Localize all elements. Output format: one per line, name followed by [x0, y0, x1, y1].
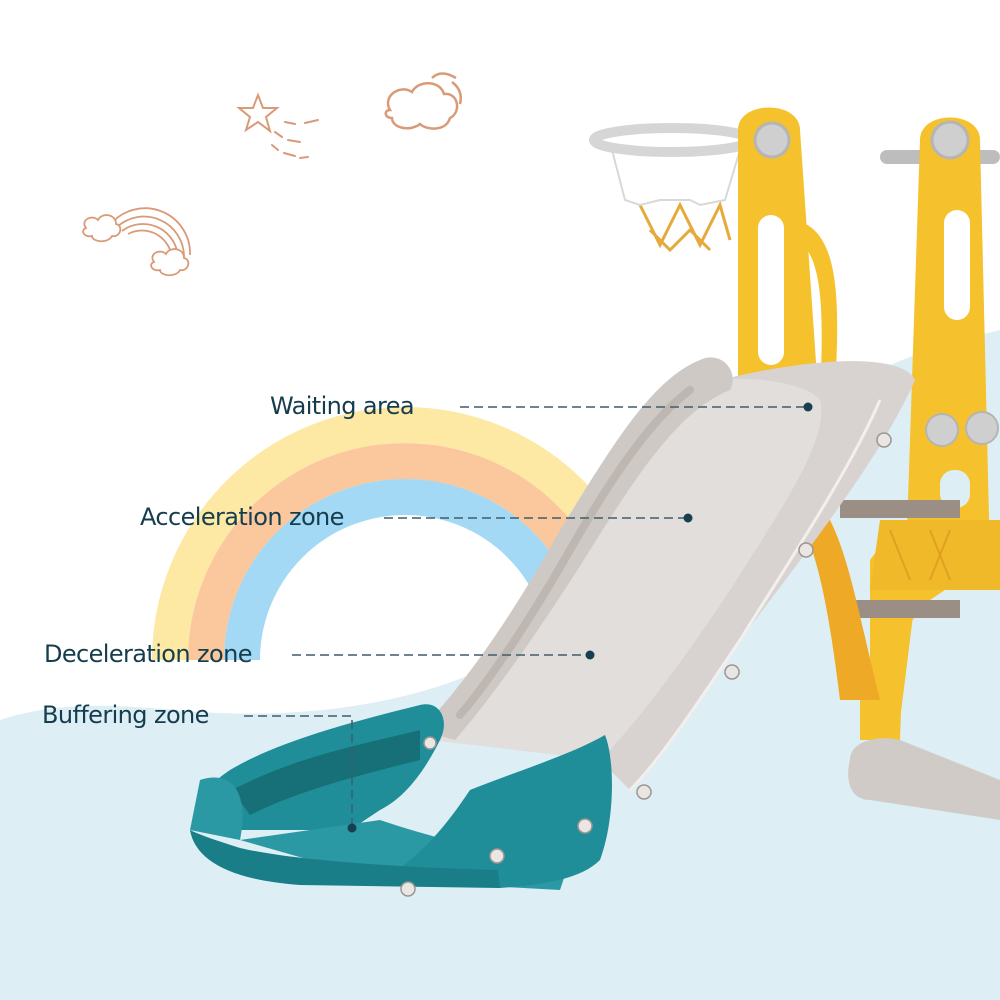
rainbow-doodle-icon	[82, 207, 191, 277]
label-waiting-area: Waiting area	[270, 392, 415, 420]
cloud-doodle-icon	[384, 72, 462, 130]
callout-leader-lines	[244, 406, 808, 828]
callout-dot-deceleration	[585, 650, 595, 660]
swing-frame-left-icon	[738, 107, 838, 420]
slide-icon	[190, 357, 915, 897]
label-buffering-zone: Buffering zone	[42, 701, 209, 729]
basketball-hoop-icon	[589, 123, 755, 253]
swing-frame-right-icon	[848, 117, 1000, 820]
callout-dot-acceleration	[683, 513, 693, 523]
callout-dot-waiting	[803, 402, 813, 412]
label-acceleration-zone: Acceleration zone	[140, 503, 344, 531]
ladder-steps	[800, 500, 960, 700]
leader-line-buffering	[244, 715, 353, 828]
callout-dots	[347, 402, 813, 833]
label-deceleration-zone: Deceleration zone	[44, 640, 252, 668]
callout-dot-buffering	[347, 823, 357, 833]
shooting-star-doodle-icon	[236, 92, 319, 159]
